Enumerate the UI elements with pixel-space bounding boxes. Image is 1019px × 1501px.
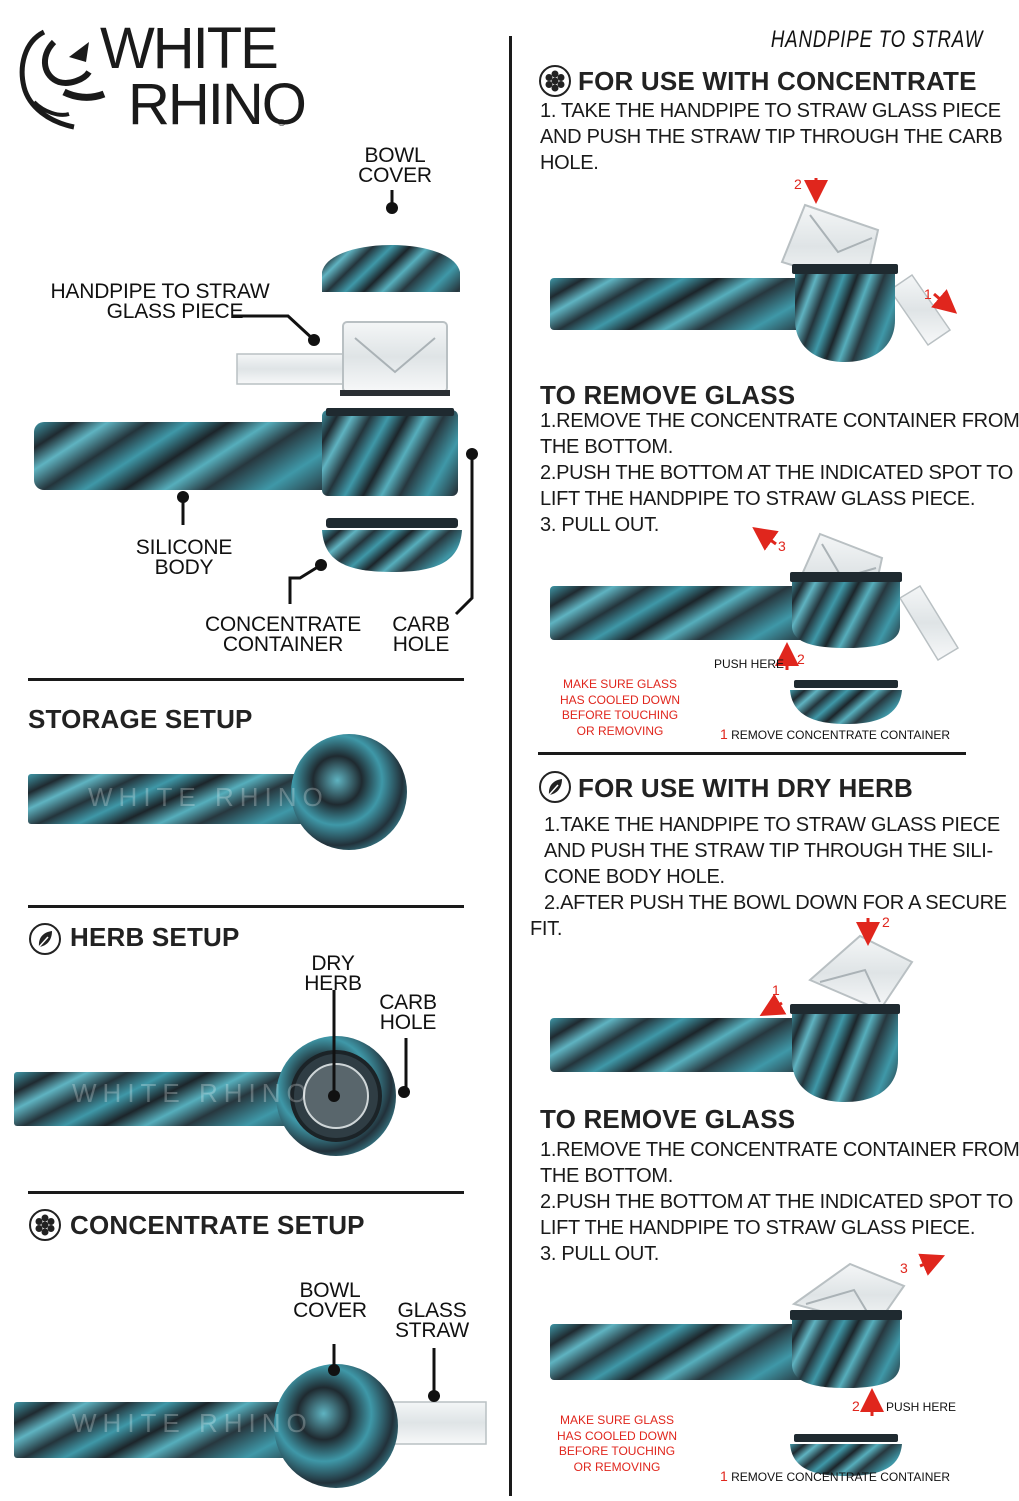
storage-pipe-illustration bbox=[28, 734, 407, 850]
page-title: HANDPIPE TO STRAW bbox=[770, 26, 983, 53]
remove-2-title: TO REMOVE GLASS bbox=[540, 1104, 796, 1134]
remove-1-title: TO REMOVE GLASS bbox=[540, 380, 796, 410]
herb-use-instructions: 1.TAKE THE HANDPIPE TO STRAW GLASS PIECE… bbox=[530, 814, 1007, 940]
concentrate-flower-icon bbox=[29, 1209, 61, 1241]
remove-2-illustration bbox=[550, 1253, 946, 1476]
concentrate-use-title: FOR USE WITH CONCENTRATE bbox=[578, 66, 977, 96]
leaf-icon bbox=[29, 923, 61, 955]
herb-setup-title: HERB SETUP bbox=[70, 922, 240, 952]
remove-1-push-here: PUSH HERE bbox=[714, 657, 785, 671]
remove-1-illustration bbox=[550, 527, 960, 724]
concentrate-setup-title: CONCENTRATE SETUP bbox=[70, 1210, 365, 1240]
remove-2-push-num: 2 bbox=[852, 1398, 860, 1414]
concentrate-use-illustration bbox=[550, 178, 958, 362]
divider-left-2 bbox=[28, 905, 464, 908]
remove-1-push-num: 2 bbox=[797, 651, 805, 667]
remove-2-instructions: 1.REMOVE THE CONCENTRATE CONTAINER FROM … bbox=[540, 1139, 1019, 1265]
storage-pipe-mark: WHITE RHINO bbox=[88, 782, 329, 812]
brand-white: WHITE bbox=[100, 16, 279, 81]
remove-1-instructions: 1.REMOVE THE CONCENTRATE CONTAINER FROM … bbox=[540, 410, 1019, 536]
remove-2-step-3: 3 bbox=[900, 1260, 908, 1276]
herb-pipe-illustration bbox=[14, 990, 410, 1156]
concentrate-use-step-1: 1 bbox=[924, 286, 932, 302]
rhino-logo-icon bbox=[19, 29, 106, 130]
remove-2-push-here: PUSH HERE bbox=[886, 1400, 957, 1414]
divider-right-1 bbox=[538, 752, 966, 755]
herb-use-step-1: 1 bbox=[772, 982, 780, 998]
concentrate-use-step-2: 2 bbox=[794, 176, 802, 192]
concentrate-use-instructions: 1. TAKE THE HANDPIPE TO STRAW GLASS PIEC… bbox=[540, 100, 1003, 174]
concentrate-use-flower-icon bbox=[539, 65, 571, 97]
concentrate-pipe-mark: WHITE RHINO bbox=[72, 1408, 313, 1438]
herb-use-leaf-icon bbox=[539, 771, 571, 803]
remove-1-container-step: 1 REMOVE CONCENTRATE CONTAINER bbox=[720, 726, 951, 742]
storage-setup-title: STORAGE SETUP bbox=[28, 704, 253, 734]
brand-rhino: RHINO bbox=[128, 72, 307, 137]
brand-reg-mark: ® bbox=[278, 118, 286, 129]
herb-use-illustration bbox=[550, 918, 914, 1102]
herb-pipe-mark: WHITE RHINO bbox=[72, 1078, 313, 1108]
herb-use-title: FOR USE WITH DRY HERB bbox=[578, 773, 913, 803]
center-divider bbox=[509, 36, 512, 1496]
remove-1-step-3: 3 bbox=[778, 538, 786, 554]
divider-left-1 bbox=[28, 678, 464, 681]
concentrate-pipe-illustration bbox=[14, 1344, 487, 1488]
divider-left-3 bbox=[28, 1191, 464, 1194]
exploded-diagram bbox=[34, 190, 478, 616]
remove-2-container-step: 1 REMOVE CONCENTRATE CONTAINER bbox=[720, 1468, 951, 1484]
herb-use-step-2: 2 bbox=[882, 914, 890, 930]
